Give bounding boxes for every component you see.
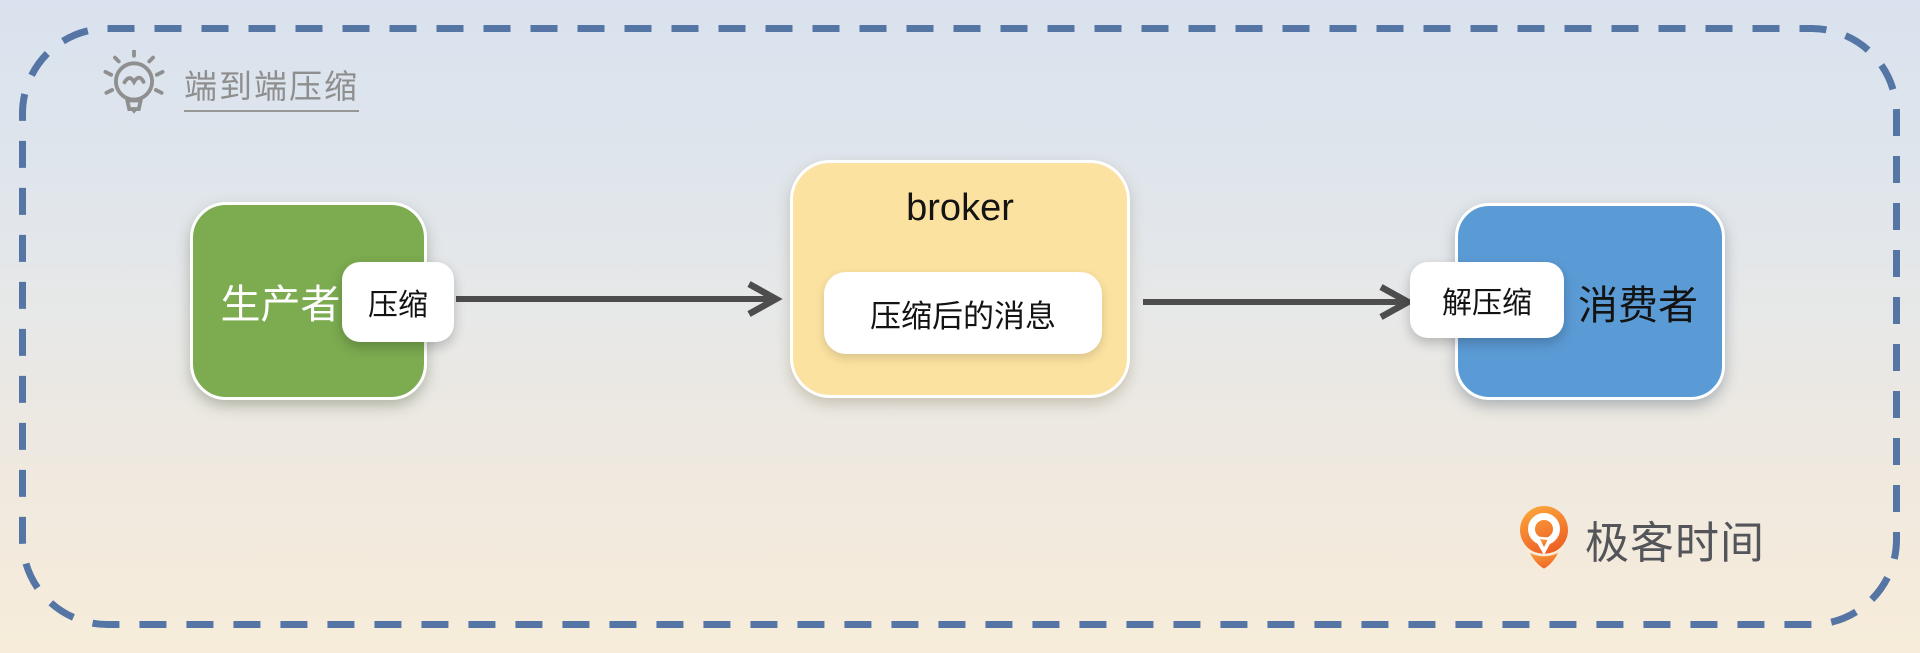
geektime-logo: 极客时间 — [1518, 505, 1765, 573]
geektime-logo-text: 极客时间 — [1585, 519, 1765, 568]
producer-label: 生产者 — [220, 283, 341, 327]
page-title: 端到端压缩 — [184, 68, 359, 113]
node-consumer: 消费者 — [1455, 203, 1725, 400]
arrow-broker-to-consumer — [1143, 284, 1415, 320]
arrow-head-icon — [1379, 284, 1415, 320]
broker-message-box: 压缩后的消息 — [824, 272, 1102, 354]
header: 端到端压缩 — [100, 50, 359, 130]
node-broker: broker 压缩后的消息 — [790, 160, 1130, 398]
arrow-head-icon — [747, 281, 783, 317]
geektime-pin-icon — [1520, 506, 1568, 572]
decompress-badge: 解压缩 — [1410, 262, 1564, 338]
broker-label: broker — [906, 187, 1014, 229]
compress-badge: 压缩 — [342, 262, 454, 342]
arrow-producer-to-broker — [456, 281, 783, 317]
lightbulb-icon — [103, 50, 165, 114]
consumer-label: 消费者 — [1578, 283, 1698, 328]
